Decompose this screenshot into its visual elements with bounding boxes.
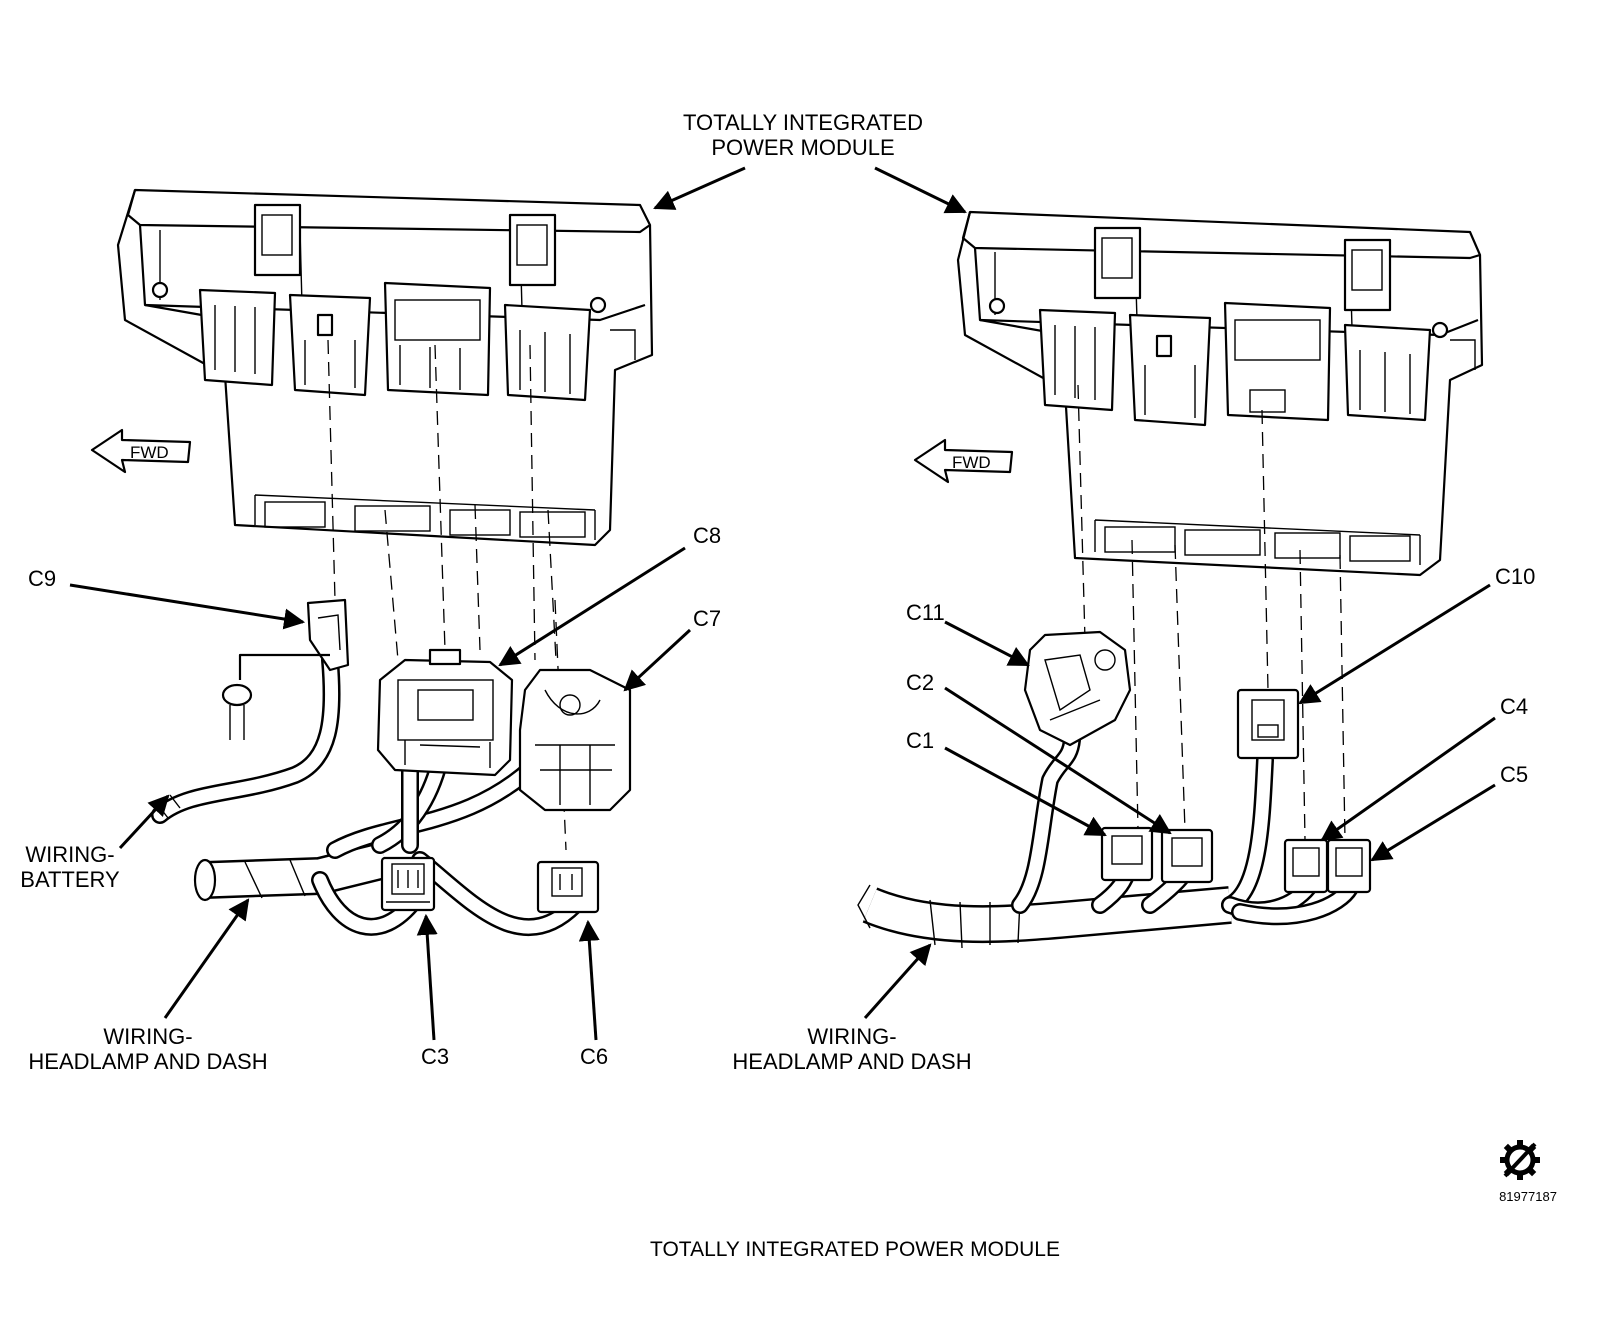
c1-connector [1100,826,1154,882]
right-labels: C10 C11 C2 C1 C4 C5 WIRING- HEADLAMP AND… [732,564,1535,1074]
right-module-housing [956,210,1484,577]
label-c7: C7 [693,606,721,631]
arrow-leader-icon [118,794,170,850]
left-leader-arrows [69,166,746,1041]
arrow-leader-icon [1298,583,1491,705]
label-wiring-headlamp-left-line1: WIRING- [103,1024,192,1049]
arrow-leader-icon [416,913,438,1041]
arrow-leader-icon [623,628,692,692]
top-title-line1: TOTALLY INTEGRATED [683,110,923,135]
right-alignment-lines [1077,384,1346,841]
c5-connector [1326,838,1372,894]
left-module-housing [116,188,654,547]
figure-id: 81977187 [1499,1189,1557,1204]
arrow-leader-icon [1320,716,1496,842]
c3-connector [380,856,436,912]
label-wiring-headlamp-right-line2: HEADLAMP AND DASH [732,1049,971,1074]
figure-caption: TOTALLY INTEGRATED POWER MODULE [650,1238,1060,1261]
fwd-label-right: FWD [952,453,991,472]
label-wiring-battery-line2: BATTERY [20,867,120,892]
arrow-leader-icon [863,943,932,1019]
label-c6: C6 [580,1044,608,1069]
left-alignment-lines [327,339,567,851]
label-c2: C2 [906,670,934,695]
c4-connector [1283,838,1329,894]
c10-connector [1236,688,1300,760]
arrow-leader-icon [944,686,1172,835]
label-c5: C5 [1500,762,1528,787]
c8-connector [376,648,514,777]
c2-connector [1160,828,1214,884]
right-main-harness [857,731,1359,949]
label-wiring-battery-line1: WIRING- [25,842,114,867]
label-wiring-headlamp-right-line1: WIRING- [807,1024,896,1049]
arrow-leader-icon [69,583,306,630]
right-view: FWD [732,166,1535,1074]
fwd-arrow-right: FWD [913,438,1014,484]
battery-wire [151,598,350,824]
label-c4: C4 [1500,694,1528,719]
label-c1: C1 [906,728,934,753]
arrow-leader-icon [578,919,600,1041]
fwd-arrow-left: FWD [90,428,192,474]
c7-connector [518,668,632,812]
arrow-leader-icon [944,746,1107,837]
top-title: TOTALLY INTEGRATED POWER MODULE [683,110,923,160]
arrow-leader-icon [163,898,250,1019]
c11-connector [1023,630,1132,747]
label-wiring-headlamp-left-line2: HEADLAMP AND DASH [28,1049,267,1074]
label-c11: C11 [906,600,945,625]
arrow-leader-icon [498,546,686,667]
label-c3: C3 [421,1044,449,1069]
label-c9: C9 [28,566,56,591]
left-view: FWD [20,166,746,1074]
arrow-leader-icon [1370,783,1496,862]
top-title-line2: POWER MODULE [711,135,894,160]
label-c10: C10 [1495,564,1535,589]
right-leader-arrows [863,166,1496,1019]
c6-connector [536,860,600,914]
label-c8: C8 [693,523,721,548]
arrow-leader-icon [874,166,967,214]
arrow-leader-icon [944,620,1030,667]
arrow-leader-icon [653,166,746,210]
left-main-harness [193,751,584,937]
fwd-label: FWD [130,443,169,462]
left-labels: C9 C8 C7 C3 C6 WIRING- BATTERY WIRING- H… [20,523,721,1074]
gear-slash-icon [1500,1140,1540,1180]
